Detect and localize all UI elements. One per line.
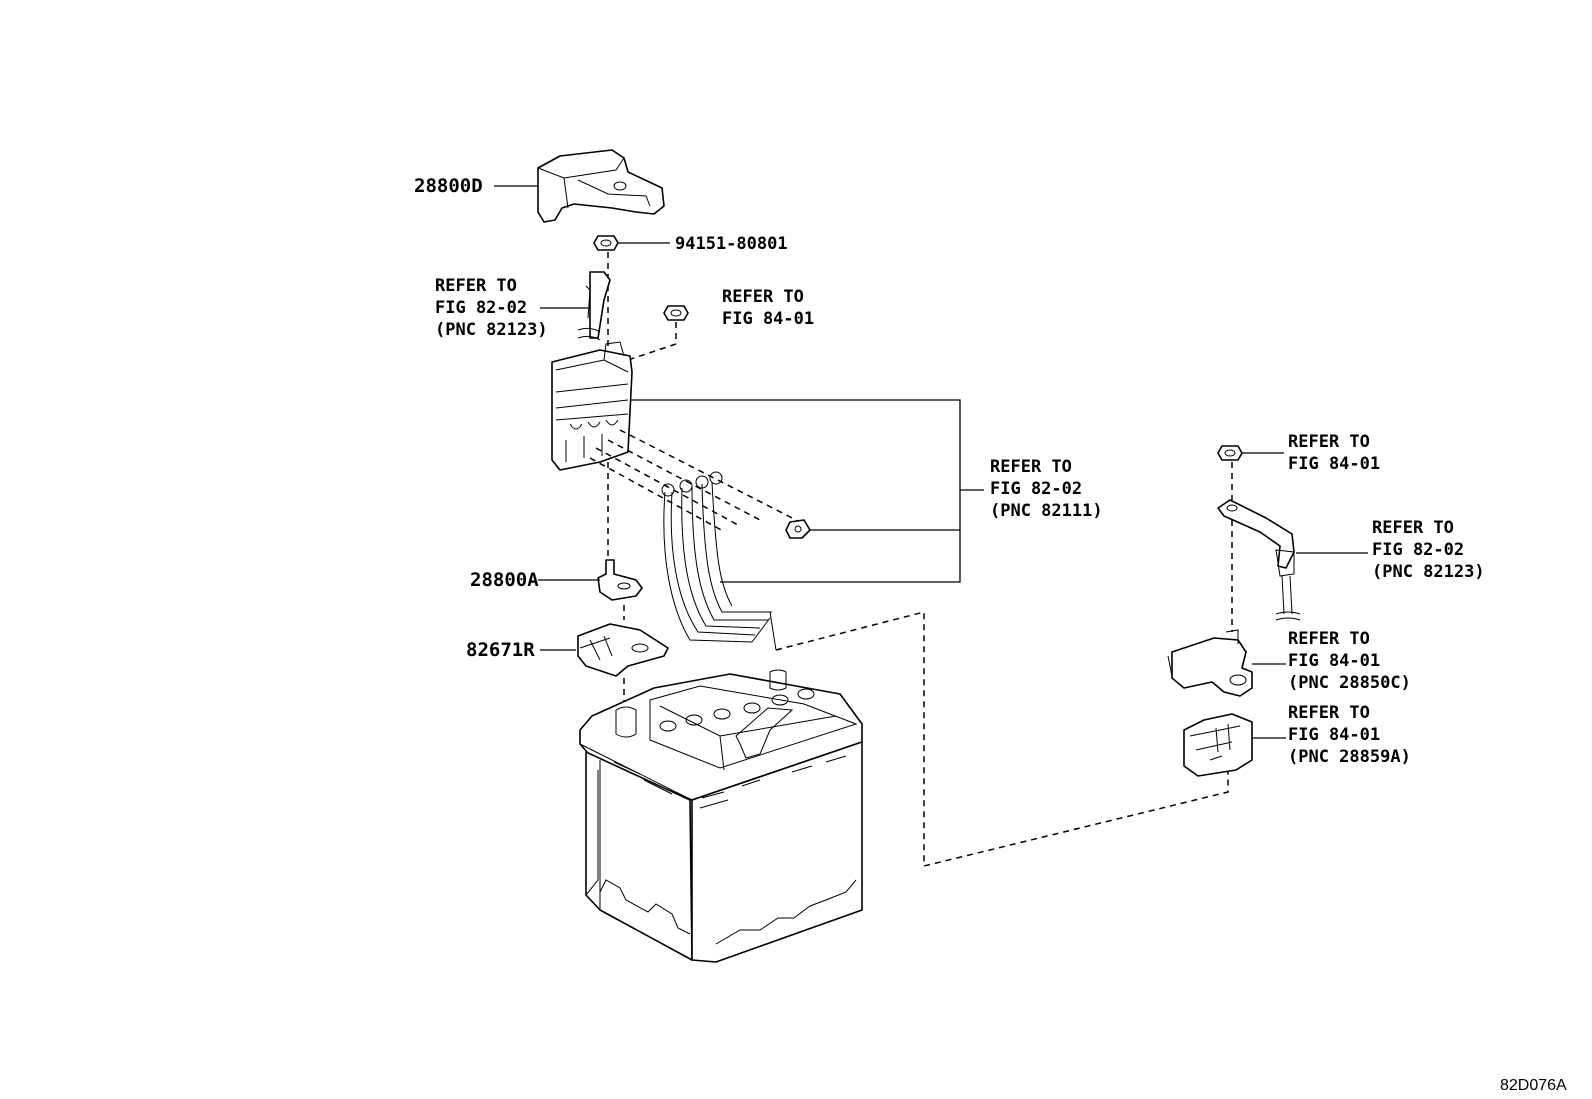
nut-refer-84-01-icon[interactable]	[663, 305, 689, 321]
terminal-cover-part[interactable]	[537, 149, 665, 223]
cable-nut-icon[interactable]	[785, 519, 811, 539]
refer-right-82123-line3: (PNC 82123)	[1372, 562, 1485, 582]
refer-28859a-line3: (PNC 28859A)	[1288, 747, 1411, 767]
refer-28850c-line3: (PNC 28850C)	[1288, 673, 1411, 693]
refer-left-line1: REFER TO	[435, 276, 517, 296]
cable-dash-2	[607, 439, 761, 521]
refer-left-line3: (PNC 82123)	[435, 320, 548, 340]
component-28859a[interactable]	[1183, 713, 1253, 777]
battery-part[interactable]	[579, 669, 863, 963]
refer-right-82123-line2: FIG 82-02	[1372, 540, 1464, 560]
nut-connect-line	[627, 322, 677, 361]
terminal-28800a-part[interactable]	[597, 559, 643, 601]
terminal-82671r-part[interactable]	[577, 623, 669, 677]
fuse-block-assembly[interactable]	[551, 341, 633, 471]
cable-bracket-right[interactable]	[1217, 499, 1301, 621]
refer-left-line2: FIG 82-02	[435, 298, 527, 318]
refer-28850c-line2: FIG 84-01	[1288, 651, 1380, 671]
refer-82111-line3: (PNC 82111)	[990, 501, 1103, 521]
refer-nut-line2: FIG 84-01	[722, 309, 814, 329]
refer-right-82123-line1: REFER TO	[1372, 518, 1454, 538]
label-82671r: 82671R	[466, 639, 535, 661]
cable-leads[interactable]	[661, 471, 777, 651]
nut-94151-icon[interactable]	[593, 235, 619, 251]
cable-clamp-left[interactable]	[577, 271, 611, 341]
refer-right-nut-line1: REFER TO	[1288, 432, 1370, 452]
refer-28850c-line1: REFER TO	[1288, 629, 1370, 649]
refer-82111-line2: FIG 82-02	[990, 479, 1082, 499]
battery-sensor-28850c[interactable]	[1167, 629, 1253, 697]
label-28800a: 28800A	[470, 569, 539, 591]
refer-82111-line1: REFER TO	[990, 457, 1072, 477]
cable-dash-3	[595, 447, 741, 527]
refer-28859a-line1: REFER TO	[1288, 703, 1370, 723]
cable-dash-4	[589, 457, 726, 533]
refer-nut-line1: REFER TO	[722, 287, 804, 307]
label-28800d: 28800D	[414, 175, 483, 197]
figure-code: 82D076A	[1500, 1077, 1567, 1094]
label-94151-80801: 94151-80801	[675, 234, 788, 254]
nut-right-icon[interactable]	[1217, 445, 1243, 461]
battery-to-sensor-line	[775, 611, 1229, 867]
refer-28859a-line2: FIG 84-01	[1288, 725, 1380, 745]
refer-82111-bracket	[630, 399, 961, 583]
refer-right-nut-line2: FIG 84-01	[1288, 454, 1380, 474]
